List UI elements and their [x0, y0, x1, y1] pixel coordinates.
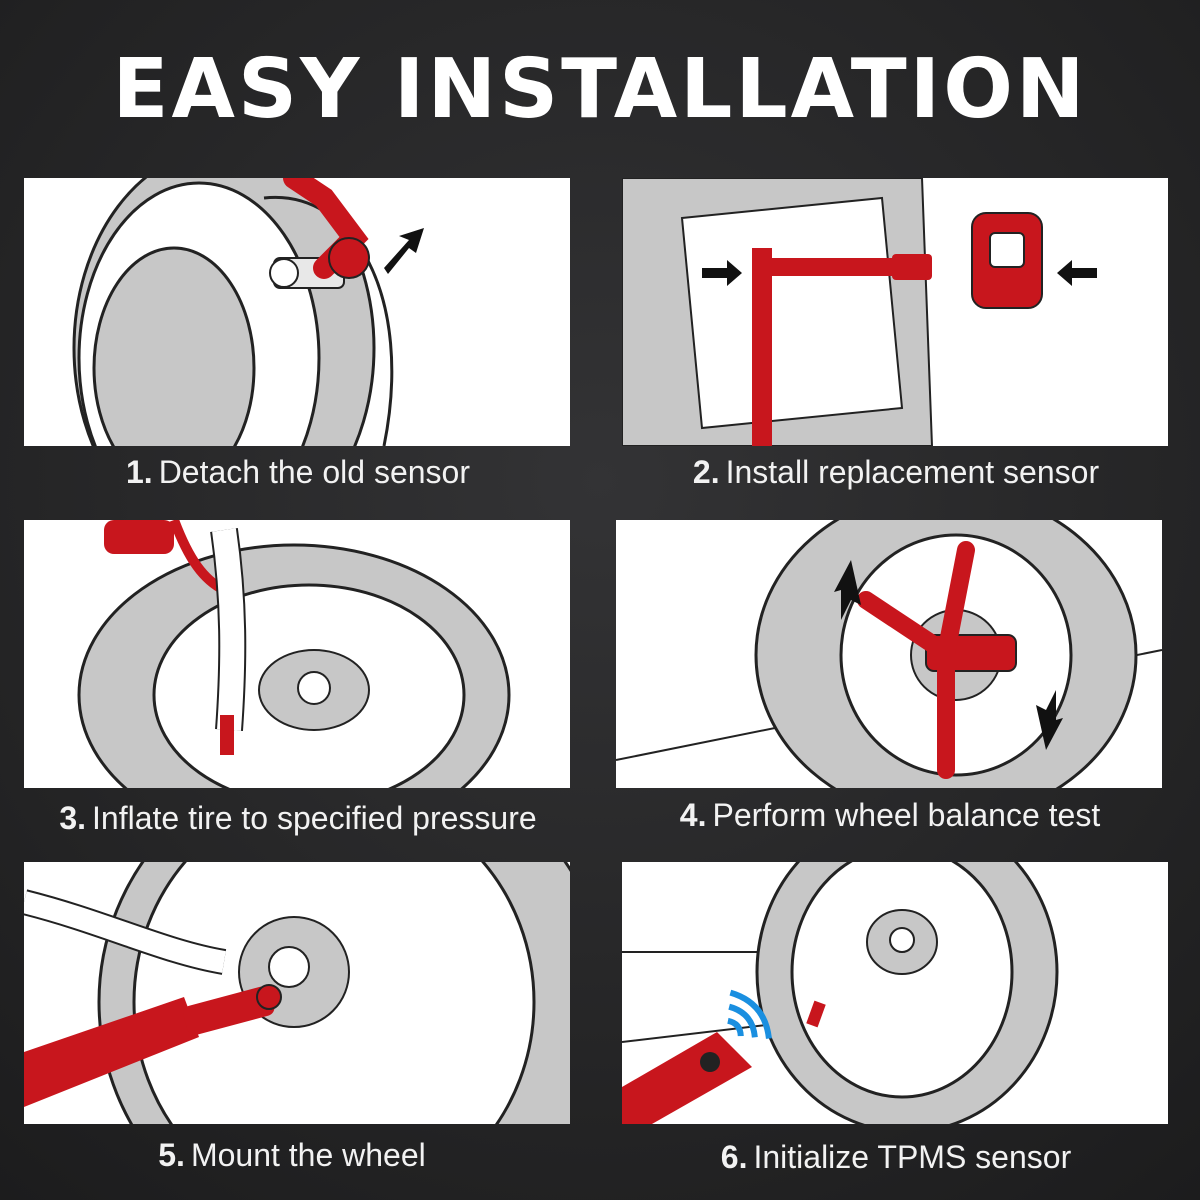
step-5-caption: 5.Mount the wheel: [12, 1135, 572, 1175]
step-4-caption: 4.Perform wheel balance test: [610, 795, 1170, 835]
step-3-number: 3.: [59, 800, 86, 836]
step-6-label: Initialize TPMS sensor: [753, 1139, 1072, 1175]
step-5-illustration: [24, 862, 570, 1124]
step-4-number: 4.: [679, 797, 707, 833]
step-2-number: 2.: [692, 454, 720, 490]
step-6-number: 6.: [720, 1139, 748, 1175]
step-2-label: Install replacement sensor: [725, 454, 1100, 490]
step-3-label: Inflate tire to specified pressure: [92, 800, 537, 836]
step-4-illustration: [616, 520, 1162, 788]
step-5-label: Mount the wheel: [190, 1137, 426, 1173]
step-6-illustration: [622, 862, 1168, 1124]
step-3-caption: 3.Inflate tire to specified pressure: [18, 798, 578, 838]
step-5-number: 5.: [158, 1137, 185, 1173]
step-1-label: Detach the old sensor: [158, 454, 470, 490]
step-1-caption: 1.Detach the old sensor: [18, 452, 578, 492]
step-2-caption: 2.Install replacement sensor: [616, 452, 1176, 492]
step-1-illustration: [24, 178, 570, 446]
step-2-illustration: [622, 178, 1168, 446]
step-3-illustration: [24, 520, 570, 788]
step-4-label: Perform wheel balance test: [712, 797, 1101, 833]
page-title: EASY INSTALLATION: [112, 42, 1088, 137]
step-1-number: 1.: [126, 454, 153, 490]
step-6-caption: 6.Initialize TPMS sensor: [616, 1137, 1176, 1177]
